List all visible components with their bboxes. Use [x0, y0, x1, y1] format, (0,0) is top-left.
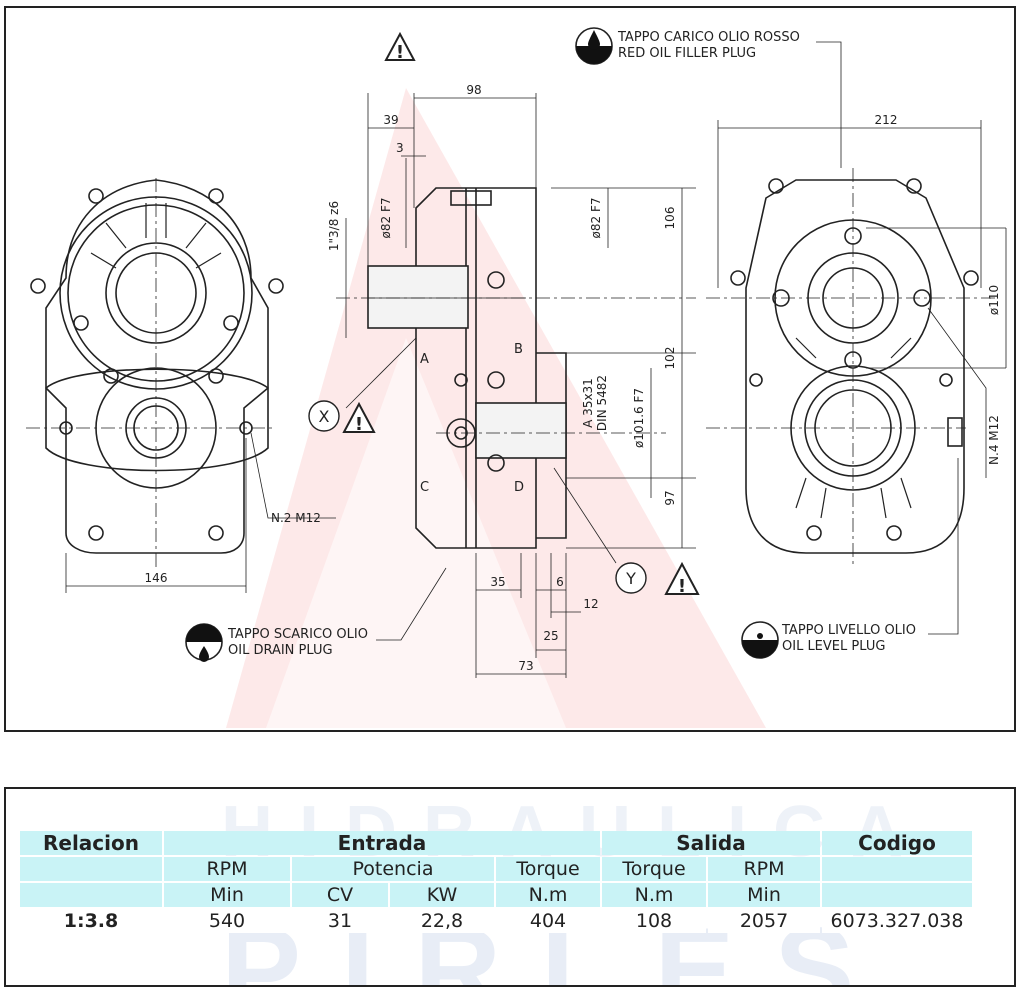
marker-y: Y	[615, 562, 647, 594]
dim-39: 39	[383, 113, 398, 127]
sub-potencia: Potencia	[292, 857, 494, 881]
left-view	[30, 179, 284, 554]
svg-text:X: X	[319, 407, 330, 426]
dim-102: 102	[663, 347, 677, 370]
dim-73: 73	[518, 659, 533, 673]
technical-drawing: 146 N.2 M12 A B C D 98 39 3 ø82 F7 1"3/8…	[4, 6, 1016, 732]
unit-cv: CV	[292, 883, 388, 907]
sub-rpm-out: RPM	[708, 857, 820, 881]
sub-torque-out: Torque	[602, 857, 706, 881]
filler-plug-label-en: RED OIL FILLER PLUG	[618, 46, 756, 61]
right-view	[730, 178, 979, 554]
cell-empty	[20, 883, 162, 907]
drain-plug-icon	[185, 623, 223, 662]
warning-icon-top: !	[384, 31, 416, 63]
cell-empty	[20, 857, 162, 881]
unit-kw: KW	[390, 883, 494, 907]
header-codigo: Codigo	[822, 831, 972, 855]
dim-98: 98	[466, 83, 481, 97]
dim-12: 12	[583, 597, 598, 611]
svg-text:!: !	[355, 414, 363, 435]
header-relacion: Relacion	[20, 831, 162, 855]
dim-97: 97	[663, 490, 677, 505]
table-row-units: Min CV KW N.m N.m Min	[20, 883, 972, 907]
table-row: 1:3.8 540 31 22,8 404 108 2057 6073.327.…	[20, 909, 972, 933]
warning-icon-y: !	[664, 561, 700, 597]
svg-text:!: !	[396, 42, 404, 63]
filler-plug-label-it: TAPPO CARICO OLIO ROSSO	[617, 30, 800, 45]
point-b: B	[514, 342, 523, 357]
dim-n2-m12: N.2 M12	[271, 511, 321, 525]
level-plug-label-en: OIL LEVEL PLUG	[782, 639, 885, 654]
unit-nm-in: N.m	[496, 883, 600, 907]
dim-82f7-left: ø82 F7	[379, 198, 393, 239]
value-torque-out: 108	[602, 909, 706, 933]
unit-nm-out: N.m	[602, 883, 706, 907]
level-plug-icon	[741, 621, 779, 659]
dim-din-5482: DIN 5482	[595, 375, 609, 431]
value-rpm-in: 540	[164, 909, 290, 933]
drain-plug-label-en: OIL DRAIN PLUG	[228, 643, 333, 658]
dim-212: 212	[875, 113, 898, 127]
point-d: D	[514, 480, 524, 495]
dim-101-6-f7: ø101.6 F7	[632, 388, 646, 448]
dim-146: 146	[145, 571, 168, 585]
header-salida: Salida	[602, 831, 820, 855]
unit-min-out: Min	[708, 883, 820, 907]
drain-plug-label-it: TAPPO SCARICO OLIO	[227, 627, 368, 642]
point-c: C	[420, 480, 429, 495]
point-a: A	[420, 352, 429, 367]
dim-25: 25	[543, 629, 558, 643]
dim-1-3-8-z6: 1"3/8 z6	[327, 201, 341, 251]
value-cv: 31	[292, 909, 388, 933]
level-plug-label-it: TAPPO LIVELLO OLIO	[781, 623, 916, 638]
svg-text:Y: Y	[625, 569, 636, 588]
sub-rpm-in: RPM	[164, 857, 290, 881]
marker-x: X	[308, 400, 340, 432]
dim-106: 106	[663, 207, 677, 230]
value-kw: 22,8	[390, 909, 494, 933]
value-rpm-out: 2057	[708, 909, 820, 933]
cell-empty	[822, 857, 972, 881]
dim-n4-m12: N.4 M12	[987, 415, 1001, 465]
warning-icon-x: !	[342, 401, 376, 435]
table-row-header: Relacion Entrada Salida Codigo	[20, 831, 972, 855]
dim-35x31: A 35x31	[581, 378, 595, 428]
spec-table: Relacion Entrada Salida Codigo RPM Poten…	[18, 829, 974, 935]
drawing-svg: 146 N.2 M12 A B C D 98 39 3 ø82 F7 1"3/8…	[26, 27, 1007, 728]
cell-empty	[822, 883, 972, 907]
filler-plug-icon	[575, 27, 613, 65]
spec-panel: HIDRAULICA PIRLES Relacion Entrada Salid…	[4, 787, 1016, 987]
table-row-subheader: RPM Potencia Torque Torque RPM	[20, 857, 972, 881]
dim-6: 6	[556, 575, 564, 589]
watermark-triangle-inner	[266, 338, 566, 728]
center-view	[367, 187, 567, 549]
svg-text:!: !	[678, 576, 686, 597]
sub-torque-in: Torque	[496, 857, 600, 881]
value-torque-in: 404	[496, 909, 600, 933]
dim-3: 3	[396, 141, 404, 155]
value-code: 6073.327.038	[822, 909, 972, 933]
dim-82f7-right: ø82 F7	[589, 198, 603, 239]
value-ratio: 1:3.8	[20, 909, 162, 933]
header-entrada: Entrada	[164, 831, 600, 855]
dim-110: ø110	[987, 285, 1001, 315]
dim-35: 35	[490, 575, 505, 589]
unit-min-in: Min	[164, 883, 290, 907]
